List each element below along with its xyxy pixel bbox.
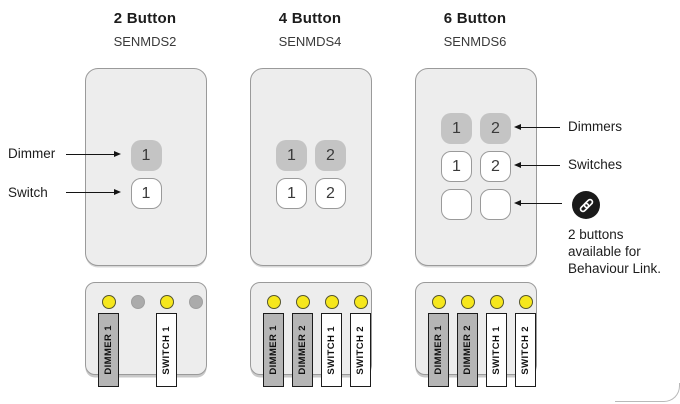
status-led-off: [188, 295, 203, 309]
switch-button-2: 2: [315, 178, 346, 209]
terminal-tab-label: SWITCH 1: [491, 325, 502, 375]
terminal-tab-dimmer-1: DIMMER 1: [263, 313, 284, 387]
status-led-on: [489, 295, 504, 309]
behaviour-link-icon: [572, 191, 600, 219]
status-led-on: [324, 295, 339, 309]
terminal-tab-label: DIMMER 2: [462, 325, 473, 375]
terminal-tab-label: DIMMER 2: [297, 325, 308, 375]
terminal-tab-label: DIMMER 1: [268, 325, 279, 375]
switch-callout-label: Switch: [8, 185, 48, 200]
terminal-tab-switch-1: SWITCH 1: [156, 313, 177, 387]
terminal-tab-label: DIMMER 1: [103, 325, 114, 375]
page-corner-edge: [615, 383, 680, 402]
status-led-on: [431, 295, 446, 309]
terminal-tab-dimmer-2: DIMMER 2: [457, 313, 478, 387]
blank-link-button: [480, 189, 511, 220]
terminal-tab-label: SWITCH 2: [520, 325, 531, 375]
blank-link-button: [441, 189, 472, 220]
led-module-senmds4: DIMMER 1 DIMMER 2 SWITCH 1 SWITCH 2: [250, 282, 372, 387]
dimmer-button-1: 1: [130, 140, 162, 171]
behaviour-link-note: 2 buttons available for Behaviour Link.: [568, 226, 661, 277]
switch-callout-arrow: [66, 188, 121, 195]
terminal-tab-label: SWITCH 1: [161, 325, 172, 375]
status-led-on: [518, 295, 533, 309]
panel-model-senmds6: SENMDS6: [443, 34, 507, 49]
dimmer-button-2: 2: [315, 140, 346, 171]
terminal-tab-switch-1: SWITCH 1: [321, 313, 342, 387]
led-module-senmds2: DIMMER 1 SWITCH 1: [85, 282, 207, 387]
terminal-tab-switch-1: SWITCH 1: [486, 313, 507, 387]
note-line-3: Behaviour Link.: [568, 261, 662, 276]
switch-button-2: 2: [480, 151, 511, 182]
switch-button-1: 1: [130, 178, 162, 209]
status-led-on: [295, 295, 310, 309]
dimmer-button-1: 1: [441, 113, 472, 144]
terminal-tab-dimmer-2: DIMMER 2: [292, 313, 313, 387]
status-led-off: [130, 295, 145, 309]
terminal-tab-dimmer-1: DIMMER 1: [428, 313, 449, 387]
panel-title-senmds6: 6 Button: [443, 10, 507, 27]
dimmers-callout-arrow: [514, 123, 560, 130]
dimmer-button-2: 2: [480, 113, 511, 144]
panel-model-senmds2: SENMDS2: [113, 34, 177, 49]
terminal-tab-switch-2: SWITCH 2: [515, 313, 536, 387]
panel-title-senmds4: 4 Button: [278, 10, 342, 27]
note-line-2: available for: [568, 244, 641, 259]
dimmer-callout-arrow: [66, 150, 121, 157]
terminal-tab-label: SWITCH 2: [355, 325, 366, 375]
switches-callout-arrow: [514, 161, 560, 168]
status-led-on: [266, 295, 281, 309]
switch-button-1: 1: [276, 178, 307, 209]
status-led-on: [159, 295, 174, 309]
terminal-tab-dimmer-1: DIMMER 1: [98, 313, 119, 387]
status-led-on: [101, 295, 116, 309]
led-module-senmds6: DIMMER 1 DIMMER 2 SWITCH 1 SWITCH 2: [415, 282, 537, 387]
terminal-tab-label: SWITCH 1: [326, 325, 337, 375]
behaviour-link-arrow: [514, 199, 562, 206]
dimmers-callout-label: Dimmers: [568, 119, 622, 134]
terminal-tab-label: DIMMER 1: [433, 325, 444, 375]
dimmer-callout-label: Dimmer: [8, 146, 56, 161]
panel-title-senmds2: 2 Button: [113, 10, 177, 27]
note-line-1: 2 buttons: [568, 227, 624, 242]
status-led-on: [460, 295, 475, 309]
switch-button-1: 1: [441, 151, 472, 182]
terminal-tab-switch-2: SWITCH 2: [350, 313, 371, 387]
switches-callout-label: Switches: [568, 157, 623, 172]
status-led-on: [353, 295, 368, 309]
dimmer-button-1: 1: [276, 140, 307, 171]
panel-model-senmds4: SENMDS4: [278, 34, 342, 49]
